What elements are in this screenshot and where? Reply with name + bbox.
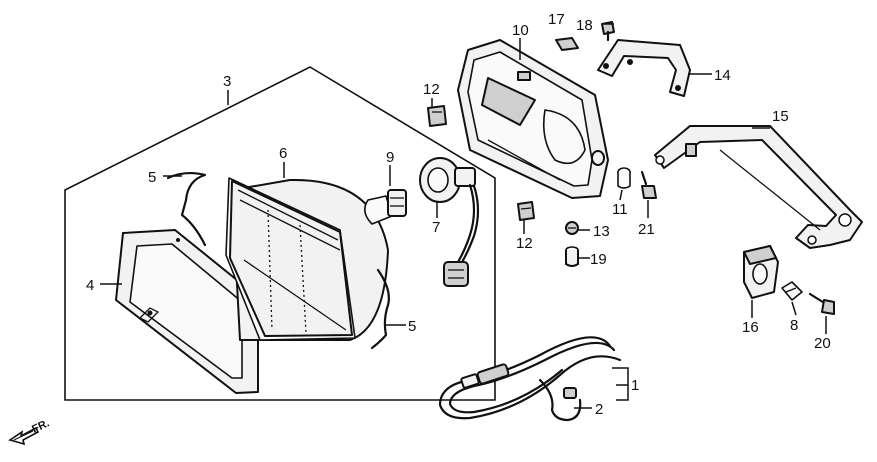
spring-clip-upper [166,171,207,247]
callout-13: 13 [593,223,610,240]
callout-5-lower: 5 [408,318,416,335]
bulb [364,189,407,225]
callout-1: 1 [631,377,639,394]
callout-18: 18 [576,17,593,34]
headlight-case [457,39,609,199]
callout-11: 11 [612,201,628,218]
collar-8 [781,281,803,301]
spring-clip-lower [370,268,390,350]
headlight-rim [115,229,259,394]
callout-5-upper: 5 [148,169,156,186]
fr-label: FR. [30,417,51,435]
screw-13 [565,221,579,235]
callout-19: 19 [590,251,607,268]
callout-2: 2 [595,401,603,418]
bolt-20 [808,292,835,315]
bolt-18 [601,21,615,42]
callout-3: 3 [223,73,231,90]
callout-15: 15 [772,108,789,125]
assembly-outline [64,66,496,401]
wire-harness [438,336,622,420]
collar [617,167,631,189]
rubber-mount [743,245,779,299]
callout-14: 14 [714,67,731,84]
label-sticker [555,37,579,51]
callout-12-upper: 12 [423,81,440,98]
callout-20: 20 [814,335,831,352]
lower-stay [654,125,863,249]
headlight-unit [225,177,389,341]
bolt-21 [640,170,657,199]
callout-8: 8 [790,317,798,334]
bulb-socket [419,157,480,287]
leader-lines [100,23,827,409]
front-direction-marker: FR. [8,417,51,446]
callout-10: 10 [512,22,529,39]
callout-9: 9 [386,149,394,166]
upper-stay [597,39,691,97]
harness-band [538,378,582,422]
callout-12-lower: 12 [516,235,533,252]
grommet-19 [565,246,579,267]
callout-4: 4 [86,277,94,294]
callout-7: 7 [432,219,440,236]
clip-nut-upper [427,105,447,127]
callout-6: 6 [279,145,287,162]
callout-16: 16 [742,319,759,336]
clip-nut-lower [517,201,535,221]
callout-17: 17 [548,11,565,28]
callout-21: 21 [638,221,655,238]
